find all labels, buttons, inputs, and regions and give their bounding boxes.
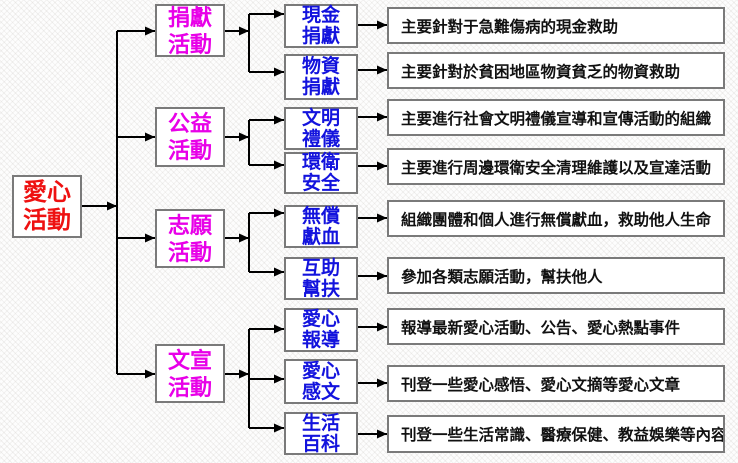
node-label: 生活 百科 [301, 412, 340, 455]
node-label: 無償 獻血 [301, 205, 340, 248]
node-label: 環衛 安全 [301, 152, 340, 194]
node-love-essays: 愛心 感文 [284, 359, 358, 404]
node-goods-donation: 物資 捐獻 [284, 54, 358, 100]
node-life-encyclopedia: 生活 百科 [284, 412, 358, 455]
node-love-reports: 愛心 報導 [284, 308, 358, 352]
node-label: 文明 禮儀 [301, 107, 340, 150]
node-label: 愛心 報導 [301, 309, 340, 351]
node-sanitation-safety: 環衛 安全 [284, 152, 358, 194]
node-civility-etiquette: 文明 禮儀 [284, 107, 358, 150]
node-label: 公益 活動 [167, 111, 212, 163]
node-label: 捐獻 活動 [167, 4, 212, 57]
desc-mutual-help: 參加各類志願活動，幫扶他人 [387, 257, 725, 294]
connector-lines [82, 9, 387, 439]
node-label: 物資 捐獻 [301, 56, 340, 98]
desc-text: 主要進行周邊環衛安全清理維護以及宣達活動 [401, 159, 712, 177]
desc-text: 參加各類志願活動，幫扶他人 [401, 268, 603, 286]
desc-love-essays: 刊登一些愛心感悟、愛心文摘等愛心文章 [387, 365, 725, 402]
desc-text: 刊登一些生活常識、醫療保健、教益娛樂等內容 [401, 427, 725, 444]
desc-civility-etiquette: 主要進行社會文明禮儀宣導和宣傳活動的組織 [387, 99, 725, 136]
node-mutual-help: 互助 幫扶 [284, 257, 358, 300]
desc-text: 報導最新愛心活動、公告、愛心熱點事件 [401, 319, 681, 337]
node-group-public-welfare-activities: 公益 活動 [155, 107, 225, 167]
node-group-donation-activities: 捐獻 活動 [155, 4, 225, 57]
node-label: 愛心 活動 [23, 178, 71, 234]
node-label: 互助 幫扶 [301, 257, 340, 300]
node-root-love-activities: 愛心 活動 [12, 175, 82, 238]
node-group-publicity-activities: 文宣 活動 [155, 344, 225, 403]
desc-text: 主要針對於貧困地區物資貧乏的物資救助 [401, 63, 681, 81]
node-group-volunteer-activities: 志願 活動 [155, 209, 225, 268]
desc-cash-donation: 主要針對于急難傷病的現金救助 [387, 7, 725, 44]
node-label: 志願 活動 [167, 212, 212, 265]
desc-blood-donation: 組織團體和個人進行無償獻血，救助他人生命 [387, 200, 725, 237]
desc-love-reports: 報導最新愛心活動、公告、愛心熱點事件 [387, 308, 725, 345]
desc-life-encyclopedia: 刊登一些生活常識、醫療保健、教益娛樂等內容 [387, 415, 725, 453]
node-label: 現金 捐獻 [301, 5, 340, 47]
desc-sanitation-safety: 主要進行周邊環衛安全清理維護以及宣達活動 [387, 148, 725, 185]
node-label: 愛心 感文 [301, 360, 340, 403]
node-cash-donation: 現金 捐獻 [284, 4, 358, 48]
desc-text: 組織團體和個人進行無償獻血，救助他人生命 [401, 211, 712, 229]
node-blood-donation: 無償 獻血 [284, 205, 358, 248]
desc-goods-donation: 主要針對於貧困地區物資貧乏的物資救助 [387, 52, 725, 89]
desc-text: 主要進行社會文明禮儀宣導和宣傳活動的組織 [401, 110, 712, 128]
node-label: 文宣 活動 [167, 347, 212, 400]
desc-text: 主要針對于急難傷病的現金救助 [401, 18, 619, 36]
desc-text: 刊登一些愛心感悟、愛心文摘等愛心文章 [401, 376, 681, 394]
